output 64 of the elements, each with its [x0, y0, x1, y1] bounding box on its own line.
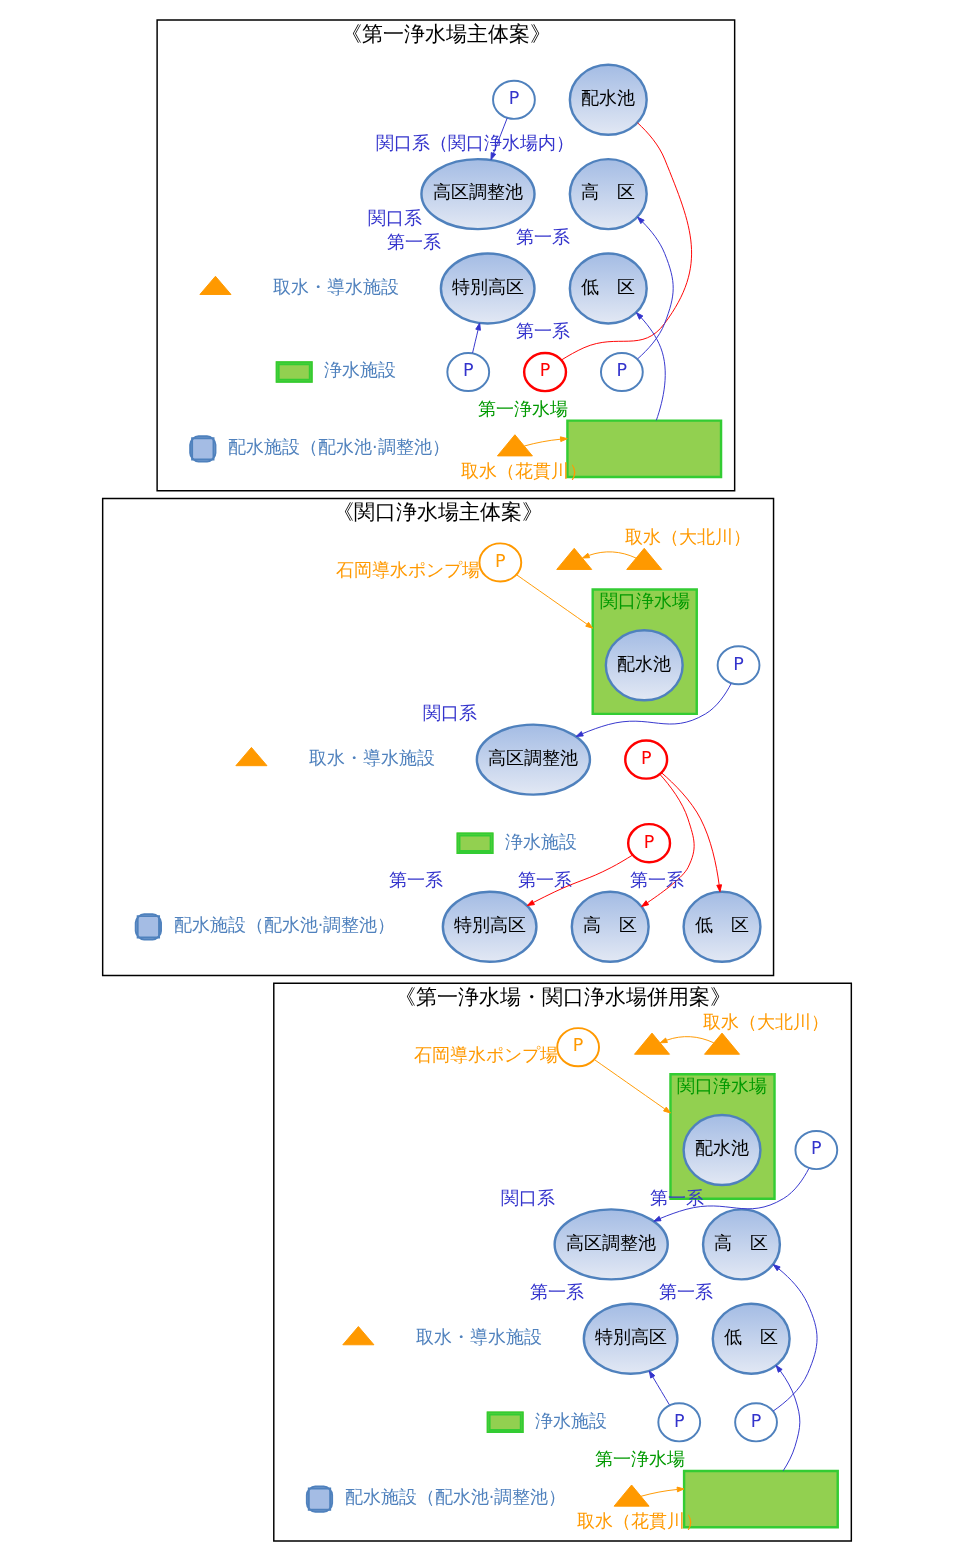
- legend-label: 取水・導水施設: [415, 1326, 542, 1347]
- node-circle: P: [522, 351, 567, 393]
- legend-label: 取水・導水施設: [308, 747, 435, 768]
- node-label: 取水（花貫川）: [576, 1511, 703, 1532]
- node-label: 第一系: [517, 870, 572, 891]
- legend-label: 配水施設（配水池·調整池）: [227, 437, 450, 458]
- arrow: [490, 117, 508, 161]
- node-circle: P: [623, 739, 668, 780]
- arrow: [635, 312, 666, 421]
- node-label: 第一系: [658, 1282, 713, 1303]
- node-circle: 配水池: [681, 1113, 762, 1187]
- node-circle: P: [491, 79, 536, 120]
- node-label: 第一浄水場: [477, 399, 568, 420]
- arrow: [593, 1059, 671, 1114]
- node-circle: 配水池: [568, 63, 648, 136]
- node-circle: P: [656, 1402, 701, 1443]
- node-label: 第一系: [649, 1187, 704, 1208]
- node-circle: P: [626, 822, 671, 864]
- arrow: [640, 774, 695, 907]
- node-label: 第一系: [388, 870, 443, 891]
- node-label: 第一浄水場: [594, 1449, 685, 1470]
- arrow: [652, 1168, 809, 1222]
- legend-label: 取水・導水施設: [272, 276, 399, 297]
- node-box: [565, 419, 722, 479]
- legend-label: 浄水施設: [323, 360, 396, 381]
- arrow: [639, 1486, 685, 1497]
- arrow: [581, 551, 636, 559]
- arrow: [772, 1264, 818, 1412]
- arrow: [526, 854, 633, 907]
- arrow: [575, 683, 732, 737]
- node-label: 第一系: [386, 231, 441, 252]
- arrow: [659, 1036, 714, 1044]
- node-label: 第一系: [529, 1282, 584, 1303]
- node-circle: 低 区: [568, 252, 648, 325]
- node-label: 関口系: [367, 207, 422, 228]
- arrow: [775, 1364, 800, 1472]
- node-ellipse: 高区調整池: [552, 1208, 669, 1281]
- legend-label: 浄水施設: [534, 1410, 607, 1431]
- node-label: 関口系: [422, 703, 477, 724]
- node-circle: P: [716, 645, 760, 686]
- node-circle: P: [599, 352, 644, 393]
- connector: [560, 122, 692, 361]
- node-label: 取水（大北川）: [624, 526, 751, 547]
- node-circle: P: [733, 1402, 778, 1443]
- arrow: [648, 1370, 670, 1406]
- legend-label: 配水施設（配水池·調整池）: [344, 1487, 566, 1508]
- node-circle: 配水池: [604, 629, 684, 702]
- node-label: 関口系: [500, 1187, 555, 1208]
- node-label: 取水（大北川）: [702, 1011, 829, 1032]
- node-ellipse: 特別高区: [582, 1302, 679, 1375]
- arrow: [523, 436, 568, 447]
- arrow: [660, 772, 722, 893]
- arrow: [515, 574, 593, 629]
- legend-label: 浄水施設: [504, 831, 577, 852]
- node-label: 石岡導水ポンプ場: [336, 560, 480, 581]
- legend-label: 配水施設（配水池·調整池）: [173, 915, 395, 936]
- node-label: 石岡導水ポンプ場: [413, 1045, 558, 1066]
- node-circle: P: [793, 1130, 838, 1171]
- arrow: [636, 216, 674, 360]
- node-box: [682, 1469, 839, 1529]
- arrow: [471, 322, 481, 354]
- node-circle: 低 区: [681, 890, 762, 964]
- node-ellipse: 高区調整池: [475, 723, 591, 796]
- node-circle: P: [445, 352, 490, 393]
